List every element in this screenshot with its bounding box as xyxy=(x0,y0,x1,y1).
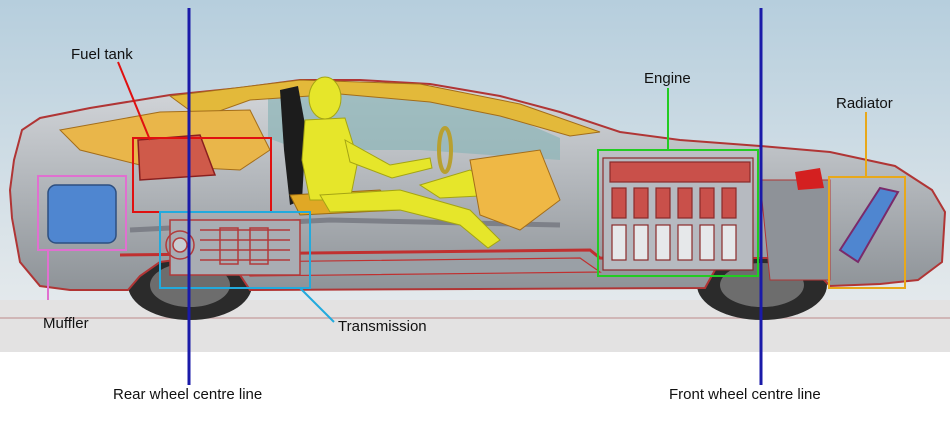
rear-wheel-centre-line-label: Rear wheel centre line xyxy=(113,386,263,403)
fuel-tank-leader xyxy=(117,61,151,141)
roof-structure xyxy=(168,79,601,137)
engine-internals xyxy=(602,157,754,271)
muffler-highlight xyxy=(37,175,127,251)
transmission-label: Transmission xyxy=(338,318,427,335)
muffler-label: Muffler xyxy=(43,315,89,332)
footwell xyxy=(469,149,561,231)
transmission-leader xyxy=(299,287,335,323)
transmission-highlight xyxy=(159,211,311,289)
radiator-label: Radiator xyxy=(836,95,893,112)
transmission-internals xyxy=(165,219,301,276)
front-subframe xyxy=(759,179,831,281)
fuel-tank-label: Fuel tank xyxy=(71,46,133,63)
engine-highlight xyxy=(597,149,759,277)
steering-wheel xyxy=(437,126,453,174)
muffler-body xyxy=(47,184,117,244)
engine-label: Engine xyxy=(644,70,691,87)
fuel-tank-body xyxy=(137,134,217,181)
radiator-core xyxy=(838,186,900,264)
front-wheel-centre-line-label: Front wheel centre line xyxy=(669,386,821,403)
seat-back xyxy=(280,86,306,205)
red-component xyxy=(795,168,824,190)
